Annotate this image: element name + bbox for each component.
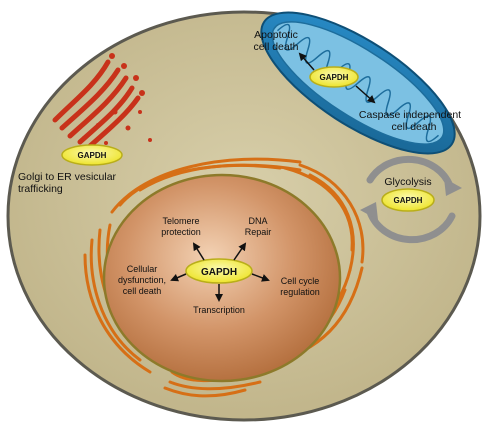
cycle-arrowheads [360, 178, 462, 220]
gapdh-golgi: GAPDH [61, 144, 123, 166]
arrow-cellcycle [251, 273, 270, 282]
arrow-cellular [170, 273, 187, 282]
label-glycolysis: Glycolysis [384, 176, 431, 188]
pathway-arrows [170, 52, 376, 302]
label-dna-1: DNA [248, 216, 267, 226]
cycle-arrow-bottom [366, 208, 456, 244]
label-telomere-1: Telomere [162, 216, 199, 226]
gapdh-label-golgi: GAPDH [78, 151, 107, 160]
label-golgi-1: Golgi to ER vesicular [18, 171, 117, 183]
label-cellular-3: cell death [123, 286, 162, 296]
label-caspase-2: cell death [392, 121, 437, 133]
gapdh-label-mito: GAPDH [320, 73, 349, 82]
label-caspase-1: Caspase independent [359, 109, 461, 121]
mitochondrion [260, 11, 456, 155]
arrow-caspase [355, 85, 376, 104]
label-cellcycle-1: Cell cycle [281, 276, 320, 286]
label-cellular-1: Cellular [127, 264, 158, 274]
label-cellular-2: dysfunction, [118, 275, 166, 285]
arrow-telomere [192, 242, 205, 261]
gapdh-mito: GAPDH [309, 66, 359, 88]
gapdh-glycolysis: GAPDH [381, 188, 435, 212]
label-dna-2: Repair [245, 227, 272, 237]
label-transcription: Transcription [193, 305, 245, 315]
gapdh-label-glycolysis: GAPDH [394, 196, 423, 205]
label-telomere-2: protection [161, 227, 201, 237]
arrow-dna [233, 242, 247, 261]
cycle-arrow-top [366, 155, 454, 190]
label-apoptotic-2: cell death [254, 41, 299, 53]
golgi-vesicles [82, 53, 152, 145]
gapdh-nucleus: GAPDH [185, 258, 253, 284]
gapdh-label-nucleus: GAPDH [201, 267, 237, 278]
label-cellcycle-2: regulation [280, 287, 320, 297]
label-golgi-2: trafficking [18, 183, 63, 195]
glycolysis-cycle [366, 155, 456, 244]
arrow-apoptotic [298, 52, 315, 71]
label-apoptotic-1: Apoptotic [254, 29, 298, 41]
